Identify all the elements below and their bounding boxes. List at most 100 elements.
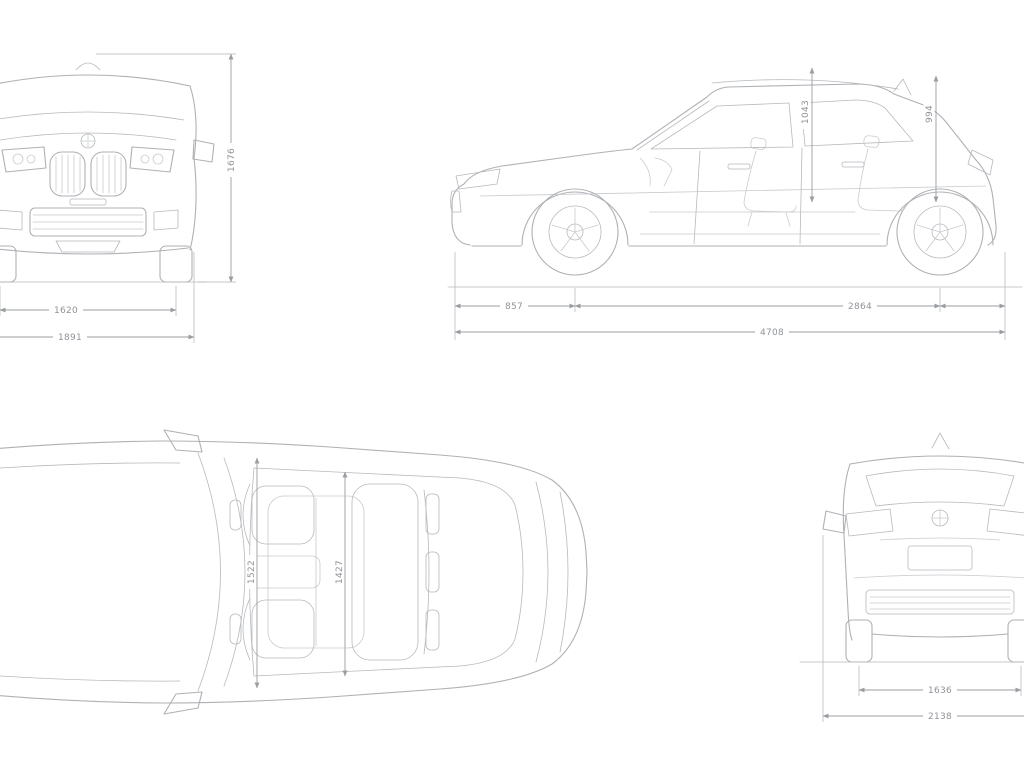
top-front-width-label: 1522 (247, 560, 257, 584)
top-rear-headrest-right (425, 609, 440, 651)
front-headlight-right (129, 146, 175, 173)
bmw-roundel-icon (80, 133, 96, 149)
rear-license-plate (907, 545, 973, 571)
front-dimensions: 1620 1891 1676 (0, 53, 237, 343)
top-seatback-driver (242, 483, 251, 547)
rear-bumper-crease (853, 574, 1024, 579)
top-rear-width-label-bg (333, 555, 345, 589)
rear-track-label: 1636 (928, 686, 952, 696)
top-rear-headrest-left (425, 493, 440, 535)
side-overhang-label-bg (500, 300, 528, 312)
top-mirror-lower (163, 691, 203, 715)
top-roof-panel (249, 467, 524, 677)
side-grille-edge (450, 190, 462, 213)
rear-window (865, 468, 1015, 507)
rear-diffuser-slats (869, 596, 1011, 610)
front-lower-intake (29, 207, 147, 237)
rear-track-label-bg (923, 684, 957, 696)
side-view: 1043 994 857 2864 4708 (447, 67, 1023, 340)
top-front-seats (229, 483, 321, 661)
side-window-front (650, 102, 794, 150)
side-interior (639, 135, 907, 227)
rear-taillight-right (986, 508, 1024, 536)
top-bench-cushion (351, 483, 419, 661)
side-antenna-fin (893, 78, 912, 96)
front-height-label-group: 1676 (225, 143, 237, 177)
side-character-line (479, 185, 987, 197)
front-antenna-fin (75, 62, 101, 71)
side-body-outline (451, 83, 997, 246)
rear-antenna-fin (931, 432, 950, 450)
side-front-wheel-arch (521, 191, 629, 246)
side-roof-rail (711, 79, 899, 90)
front-headlight-left (1, 146, 47, 173)
front-height-label-bg (225, 143, 237, 177)
side-overhang-label: 857 (505, 302, 523, 312)
car-rear-drawing (799, 432, 1024, 663)
top-dimensions: 1522 1427 (245, 457, 348, 689)
front-track-label-bg (49, 304, 83, 316)
front-bumper-bottom (0, 247, 189, 255)
bmw-roundel-rear-icon (931, 509, 949, 527)
front-roof-line (0, 74, 191, 87)
front-kidney-grille-right (90, 151, 127, 197)
side-rear-seat (857, 148, 907, 212)
rear-view: 1636 2138 (799, 432, 1024, 722)
top-view: 1522 1427 (0, 429, 588, 715)
top-seatback-passenger (242, 597, 251, 661)
side-wheelbase-label: 2864 (848, 302, 872, 312)
side-rear-headrest (863, 135, 880, 148)
side-front-headroom-label-bg (799, 95, 811, 129)
side-rear-wheel (896, 188, 984, 276)
front-track-label: 1620 (54, 306, 78, 316)
top-rear-headrest-center (425, 551, 440, 593)
top-body-outline (0, 440, 588, 704)
top-seat-passenger (251, 599, 315, 659)
side-front-wheel (531, 188, 619, 276)
car-top-drawing (0, 429, 588, 715)
side-door-seams (693, 147, 803, 245)
rear-dimensions: 1636 2138 (822, 535, 1024, 722)
front-sensor-panel (69, 198, 107, 206)
front-width-label-bg (53, 331, 87, 343)
top-rear-width-label: 1427 (335, 560, 345, 584)
front-right-pillar (189, 85, 197, 251)
front-kidney-grille-left (49, 151, 86, 197)
front-tire-right (159, 245, 193, 283)
top-headrest-driver (229, 499, 242, 531)
side-rear-wheel-arch (886, 191, 994, 246)
rear-tire-right (1007, 619, 1024, 663)
top-rear-width-label-group: 1427 (333, 555, 345, 589)
side-door-handle-rear (841, 161, 865, 168)
side-headlight (455, 168, 501, 190)
top-bench-backrest (423, 489, 430, 655)
side-window-rear (800, 99, 914, 147)
top-rear-window (535, 481, 549, 663)
car-front-drawing (0, 62, 215, 283)
car-side-drawing (447, 78, 1023, 288)
front-width-label: 1891 (58, 333, 82, 343)
top-rear-spoiler-edge (559, 491, 569, 653)
rear-mirror-width-label: 2138 (928, 712, 952, 722)
rear-mirror-left (822, 510, 847, 534)
rear-mirror-width-extensions (822, 535, 824, 722)
top-front-width-label-bg (245, 555, 257, 589)
rear-roof-line (849, 455, 1024, 465)
side-front-seat (743, 150, 797, 227)
top-headrest-passenger (229, 613, 242, 645)
front-side-intakes (0, 209, 179, 231)
top-front-width-label-group: 1522 (245, 555, 257, 589)
rear-tire-left (845, 619, 873, 663)
side-front-headrest (750, 137, 767, 150)
rear-diffuser (865, 589, 1015, 615)
side-rear-headroom-label: 994 (925, 105, 935, 123)
front-right-mirror (192, 139, 215, 163)
front-height-label: 1676 (227, 148, 237, 172)
top-windshield-top (223, 457, 246, 687)
side-taillight (967, 149, 994, 176)
side-door-handle-front (727, 163, 751, 170)
rear-bumper-bottom (871, 633, 1009, 638)
front-skid-plate (55, 240, 121, 253)
